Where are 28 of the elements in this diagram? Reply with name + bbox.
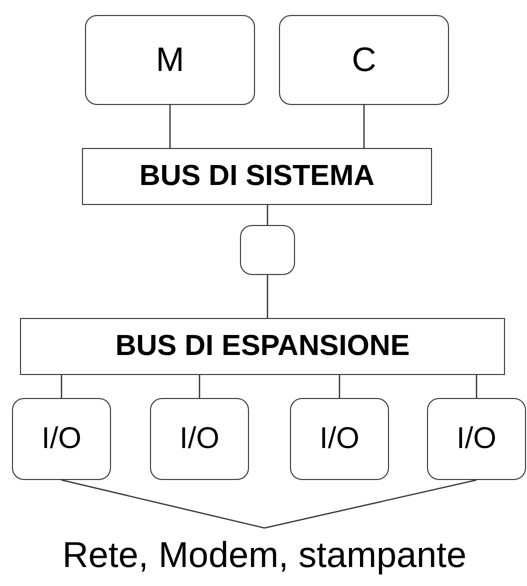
node-label: M — [156, 40, 184, 80]
connector-line — [169, 105, 171, 148]
connector-line — [363, 105, 365, 148]
bus-bar — [82, 148, 432, 205]
connector-line — [198, 375, 200, 398]
node-label: I/O — [456, 422, 496, 456]
component-box — [150, 398, 249, 480]
caption-text: Rete, Modem, stampante — [62, 534, 467, 576]
empty-box — [240, 225, 295, 275]
node-label: BUS DI ESPANSIONE — [115, 330, 410, 363]
node-label: I/O — [41, 422, 82, 456]
connector-line — [266, 205, 268, 225]
component-box — [12, 398, 111, 480]
component-box — [279, 15, 449, 105]
bus-bar — [20, 318, 505, 375]
node-label: BUS DI SISTEMA — [139, 160, 375, 193]
node-label: I/O — [319, 422, 360, 456]
connector-line — [266, 275, 268, 318]
connector-line — [476, 375, 478, 398]
connector-line — [338, 375, 340, 398]
connector-line — [61, 479, 265, 529]
node-label: I/O — [179, 422, 220, 456]
component-box — [290, 398, 389, 480]
component-box — [427, 398, 526, 480]
connector-line — [60, 375, 62, 398]
connector-line — [264, 479, 477, 529]
component-box — [85, 15, 255, 105]
node-label: C — [352, 40, 376, 80]
